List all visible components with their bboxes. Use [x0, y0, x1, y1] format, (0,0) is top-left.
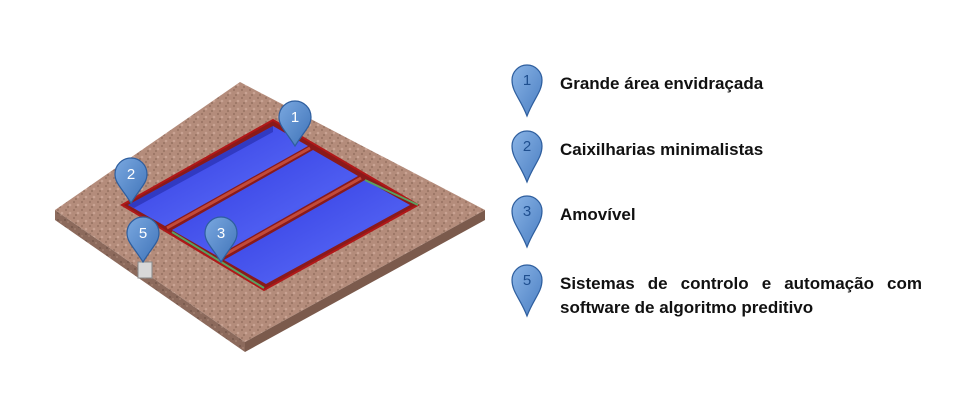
legend-text-2: Caixilharias minimalistas	[560, 140, 764, 159]
marker-1[interactable]: 1	[278, 100, 312, 148]
marker-3-label: 3	[217, 225, 225, 242]
map-pin-icon: 1	[511, 64, 543, 118]
map-pin-icon: 3	[511, 195, 543, 249]
map-pin-icon: 5	[511, 264, 543, 318]
legend-text-3: Amovível	[560, 205, 636, 224]
ground-slab-left-side	[55, 210, 245, 352]
control-box	[137, 261, 153, 279]
map-pin-icon: 2	[511, 130, 543, 184]
frame-edge-green	[171, 231, 265, 289]
marker-5[interactable]: 5	[126, 216, 160, 264]
glass-well-shade	[128, 126, 273, 208]
ground-slab-right-side	[245, 210, 485, 352]
marker-1-label: 1	[291, 109, 299, 126]
marker-2[interactable]: 2	[114, 157, 148, 205]
svg-text:1: 1	[523, 72, 531, 89]
frame-rail-1	[166, 146, 311, 230]
legend-text-1: Grande área envidraçada	[560, 74, 764, 93]
frame-rail-2	[218, 176, 362, 260]
marker-3[interactable]: 3	[204, 216, 238, 264]
frame-edge-green-right	[364, 179, 419, 206]
svg-text:3: 3	[523, 203, 531, 220]
marker-5-label: 5	[139, 225, 147, 242]
skylight-diagram: 1 2 3 5	[55, 82, 485, 352]
legend-text-5: Sistemas de controlo e automação com sof…	[560, 274, 922, 317]
svg-text:2: 2	[523, 138, 531, 155]
glass-panel-1	[128, 126, 308, 226]
marker-2-label: 2	[127, 166, 135, 183]
svg-text:5: 5	[523, 272, 531, 289]
glass-panel-3	[224, 180, 410, 284]
